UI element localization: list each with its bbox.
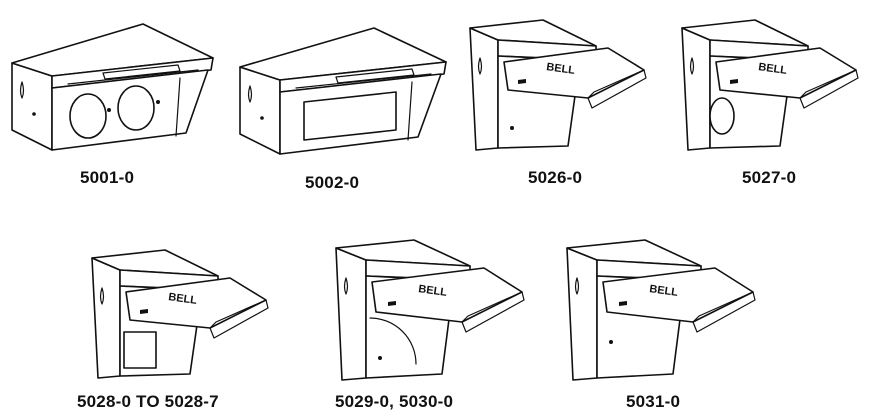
brand-logo: BELL (546, 61, 576, 77)
cover-5031-drawing: BELL (566, 239, 756, 381)
product-5026-0: BELL (468, 18, 658, 158)
brand-logo: BELL (418, 283, 448, 299)
cover-5001-drawing (11, 23, 214, 151)
product-5029-5030: BELL (334, 238, 534, 386)
cover-5028-drawing: BELL (91, 249, 269, 379)
model-label: 5027-0 (742, 168, 797, 187)
brand-logo: BELL (168, 291, 198, 307)
brand-logo: BELL (649, 283, 679, 299)
product-5028: BELL (90, 248, 275, 386)
model-label: 5031-0 (626, 392, 681, 411)
cover-5029-drawing: BELL (335, 239, 525, 381)
model-label: 5026-0 (528, 168, 583, 187)
cover-5027-drawing: BELL (681, 19, 859, 151)
cover-5002-drawing (239, 27, 447, 155)
product-5027-0: BELL (680, 18, 865, 158)
product-5031-0: BELL (565, 238, 765, 386)
product-5002-0 (236, 22, 450, 167)
model-label: 5028-0 TO 5028-7 (77, 392, 219, 411)
brand-logo: BELL (758, 61, 788, 77)
product-5001-0 (8, 18, 218, 163)
model-label: 5001-0 (80, 168, 135, 187)
cover-5026-drawing: BELL (469, 19, 647, 151)
model-label: 5002-0 (305, 173, 360, 192)
model-label: 5029-0, 5030-0 (335, 392, 454, 411)
